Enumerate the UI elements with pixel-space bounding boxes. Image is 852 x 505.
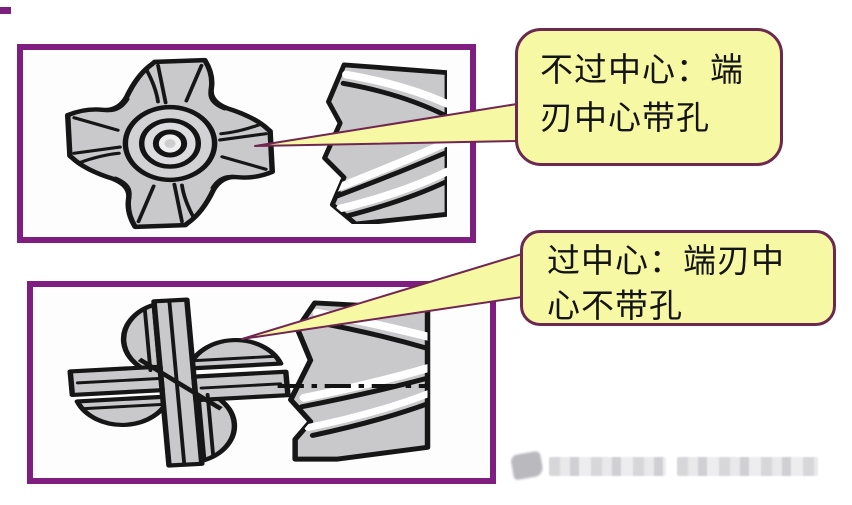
callout-not-over-center: 不过中心：端 刃中心带孔 <box>515 28 783 166</box>
watermark-text-blur <box>549 457 666 476</box>
callout-text-line: 不过中心：端 <box>540 53 744 89</box>
crop-edge-artifact <box>0 7 11 14</box>
watermark-logo-blob <box>510 450 544 481</box>
callout-text-line: 过中心：端刃中 <box>547 244 785 280</box>
blurred-watermark <box>510 450 818 482</box>
end-mill-end-view-center-cutting-drawing <box>67 297 291 468</box>
figure-box-over-center <box>27 281 496 484</box>
over-center-cutting-edge <box>137 357 223 411</box>
end-mill-end-view-with-center-hole-drawing <box>64 57 276 230</box>
center-hole-circles <box>122 104 218 183</box>
callout-text-line: 刃中心带孔 <box>540 101 710 138</box>
figure-box-not-over-center <box>17 44 476 243</box>
callout-over-center: 过中心：端刃中 心不带孔 <box>520 230 836 326</box>
watermark-text-blur <box>677 457 818 476</box>
end-mill-side-view-centerline-drawing <box>277 300 431 462</box>
end-mill-side-view-drawing <box>322 62 447 224</box>
callout-text-line: 心不带孔 <box>547 288 683 325</box>
